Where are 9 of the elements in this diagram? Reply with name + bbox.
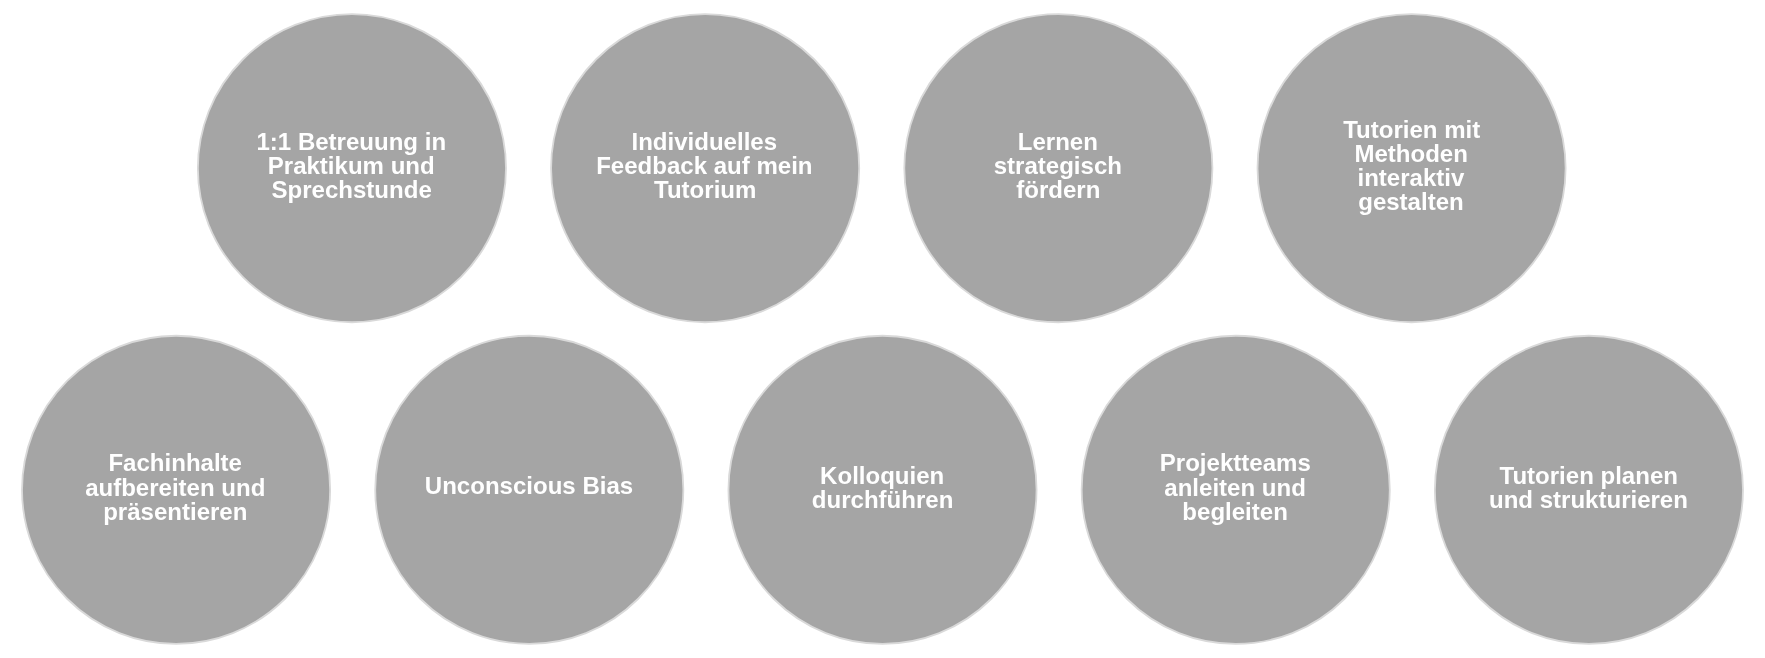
node-circle: Tutorien mit Methoden interaktiv gestalten (1256, 13, 1567, 324)
node-circle: Projektteams anleiten und begleiten (1080, 334, 1391, 645)
node-circle: Kolloquien durchführen (727, 334, 1038, 645)
node-circle: Individuelles Feedback auf mein Tutorium (550, 13, 861, 324)
node-circle: Unconscious Bias (374, 334, 685, 645)
node-circle: Fachinhalte aufbereiten und präsentieren (21, 334, 332, 645)
node-circle: Lernen strategisch fördern (903, 13, 1214, 324)
node-circle: Tutorien planen und strukturieren (1433, 334, 1744, 645)
node-circle: 1:1 Betreuung in Praktikum und Sprechstunde (196, 13, 507, 324)
